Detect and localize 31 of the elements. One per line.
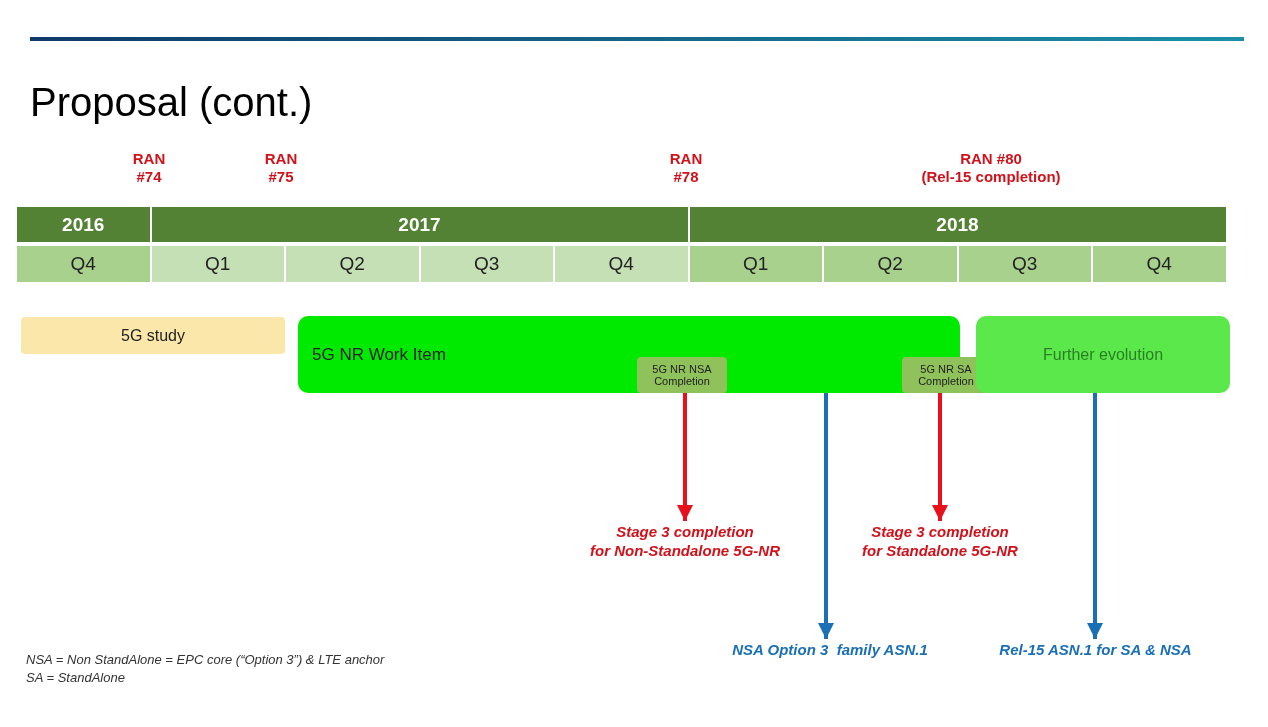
phase-bar: 5G study bbox=[21, 317, 285, 354]
year-cell: 2018 bbox=[689, 207, 1226, 242]
year-cell: 2016 bbox=[17, 207, 150, 242]
milestone-box: 5G NR NSA Completion bbox=[637, 357, 727, 393]
footnote: NSA = Non StandAlone = EPC core (“Option 3”) & LTE anchor bbox=[26, 652, 385, 667]
quarter-cell: Q1 bbox=[151, 246, 284, 282]
quarter-cell: Q4 bbox=[1093, 246, 1226, 282]
footnote: SA = StandAlone bbox=[26, 670, 125, 685]
meeting-label: RAN #80 (Rel-15 completion) bbox=[921, 150, 1061, 186]
arrow bbox=[818, 393, 834, 639]
quarter-cell: Q1 bbox=[689, 246, 822, 282]
phase-bar: Further evolution bbox=[976, 316, 1230, 393]
arrow bbox=[932, 393, 948, 521]
meeting-label: RAN #74 bbox=[132, 150, 166, 186]
meeting-label: RAN #78 bbox=[669, 150, 703, 186]
quarter-cell: Q2 bbox=[824, 246, 957, 282]
bar-label: 5G NR Work Item bbox=[312, 345, 446, 365]
meeting-label: RAN #75 bbox=[264, 150, 298, 186]
quarter-cell: Q4 bbox=[17, 246, 150, 282]
quarter-cell: Q3 bbox=[958, 246, 1091, 282]
slide-title: Proposal (cont.) bbox=[30, 80, 313, 125]
milestone-note: NSA Option 3 family ASN.1 bbox=[715, 639, 945, 659]
quarter-cell: Q3 bbox=[420, 246, 553, 282]
year-cell: 2017 bbox=[151, 207, 688, 242]
quarter-cell: Q2 bbox=[286, 246, 419, 282]
arrow bbox=[677, 393, 693, 521]
quarter-cell: Q4 bbox=[555, 246, 688, 282]
milestone-note: Stage 3 completion for Non-Standalone 5G-NR bbox=[560, 521, 810, 561]
milestone-note: Rel-15 ASN.1 for SA & NSA bbox=[983, 639, 1208, 659]
milestone-note: Stage 3 completion for Standalone 5G-NR bbox=[840, 521, 1040, 561]
arrow bbox=[1087, 393, 1103, 639]
